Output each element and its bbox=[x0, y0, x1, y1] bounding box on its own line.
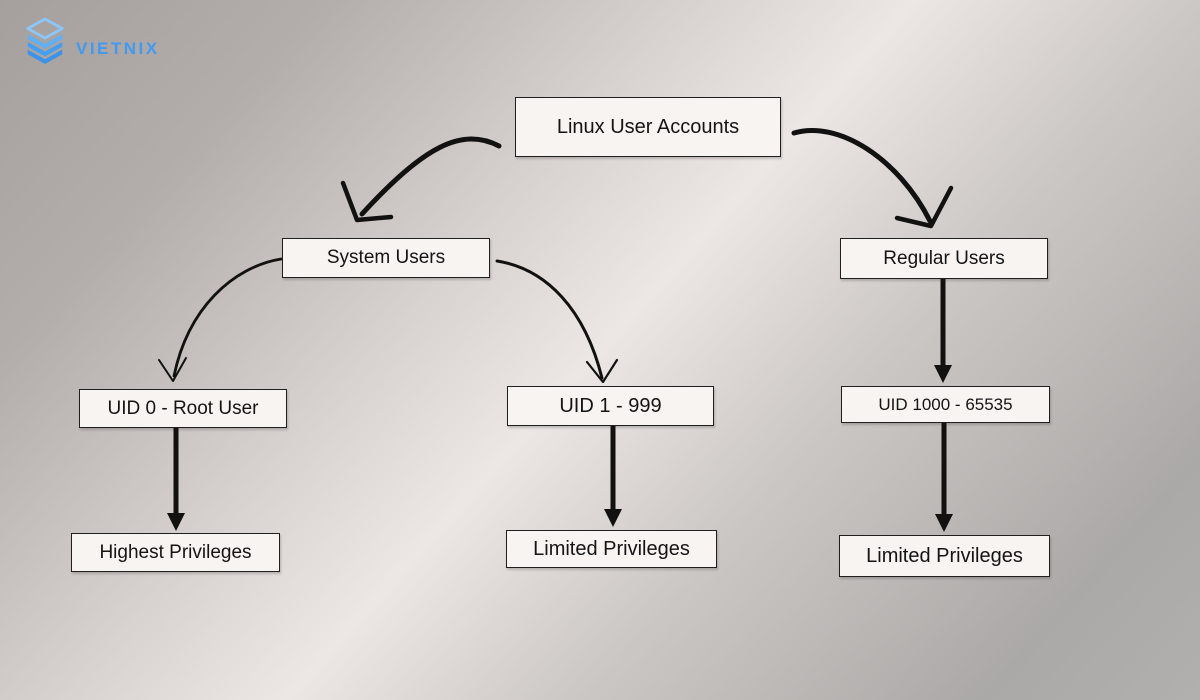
node-label: UID 1 - 999 bbox=[559, 394, 662, 417]
node-uid-1-999: UID 1 - 999 bbox=[507, 386, 714, 426]
node-uid-1000-65535: UID 1000 - 65535 bbox=[841, 386, 1050, 423]
node-highest-privileges: Highest Privileges bbox=[71, 533, 280, 572]
stacked-layers-icon bbox=[22, 16, 68, 71]
node-label: Limited Privileges bbox=[533, 537, 690, 560]
node-label: System Users bbox=[326, 247, 446, 268]
vietnix-wordmark: VIETNIX bbox=[76, 38, 160, 58]
node-regular-users: Regular Users bbox=[840, 238, 1048, 279]
node-system-users: System Users bbox=[282, 238, 490, 278]
arrow-system-to-uid1 bbox=[495, 259, 619, 384]
arrow-regular-to-uid1000 bbox=[934, 279, 952, 383]
node-uid-0-root-user: UID 0 - Root User bbox=[79, 389, 287, 428]
arrow-uid1-to-limited bbox=[604, 426, 622, 527]
arrow-uid1000-to-limited bbox=[935, 423, 953, 532]
vietnix-logo: VIETNIX bbox=[22, 16, 160, 71]
node-label: Highest Privileges bbox=[99, 541, 252, 563]
node-limited-privileges-regular: Limited Privileges bbox=[839, 535, 1050, 577]
arrow-uid0-to-highest bbox=[167, 428, 185, 531]
node-label: Regular Users bbox=[883, 247, 1005, 269]
node-label: Linux User Accounts bbox=[556, 115, 740, 138]
node-label: UID 0 - Root User bbox=[107, 397, 259, 419]
arrow-system-to-uid0 bbox=[158, 257, 283, 382]
arrow-root-to-system bbox=[340, 136, 502, 223]
node-linux-user-accounts: Linux User Accounts bbox=[515, 97, 781, 157]
node-label: Limited Privileges bbox=[866, 544, 1023, 567]
arrow-root-to-regular bbox=[791, 127, 954, 229]
node-limited-privileges-system: Limited Privileges bbox=[506, 530, 717, 568]
node-label: UID 1000 - 65535 bbox=[878, 394, 1013, 414]
